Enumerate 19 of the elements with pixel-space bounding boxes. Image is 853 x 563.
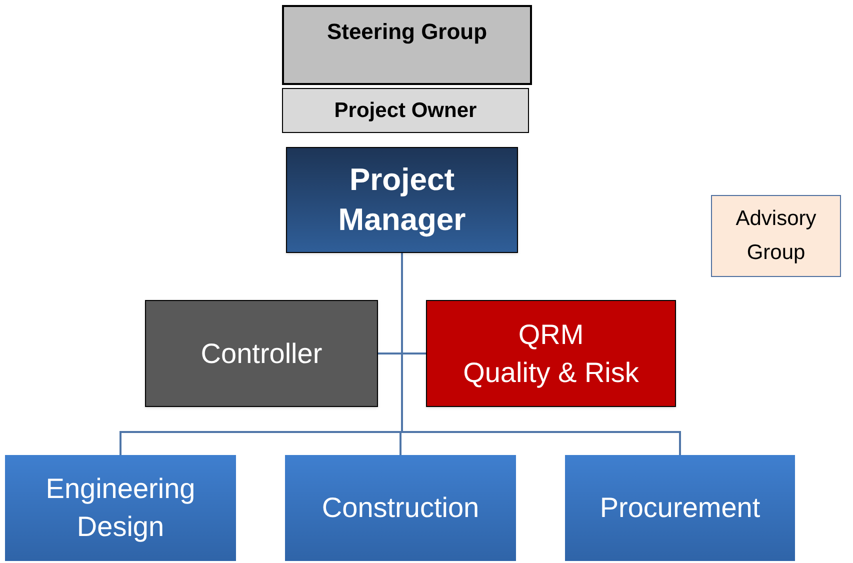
- department-box: [285, 455, 516, 561]
- node-label: Advisory Group: [734, 206, 818, 266]
- node-label: Construction: [320, 491, 480, 525]
- role-box: [282, 88, 529, 133]
- department-box: [565, 455, 795, 561]
- role-box: [145, 300, 378, 407]
- node-label: Engineering Design: [44, 472, 196, 544]
- node-label: Controller: [200, 336, 324, 370]
- node-label: Steering Group: [326, 18, 488, 46]
- group-box: [282, 5, 532, 85]
- role-box: [426, 300, 676, 407]
- node-label: Project Manager: [337, 161, 467, 239]
- node-label: Project Owner: [333, 98, 478, 124]
- group-box: [711, 195, 841, 277]
- department-box: [5, 455, 236, 561]
- node-label: QRM: [517, 318, 585, 352]
- node-label: Quality & Risk: [462, 356, 640, 390]
- node-label: Procurement: [598, 491, 762, 525]
- manager-box: [286, 147, 518, 253]
